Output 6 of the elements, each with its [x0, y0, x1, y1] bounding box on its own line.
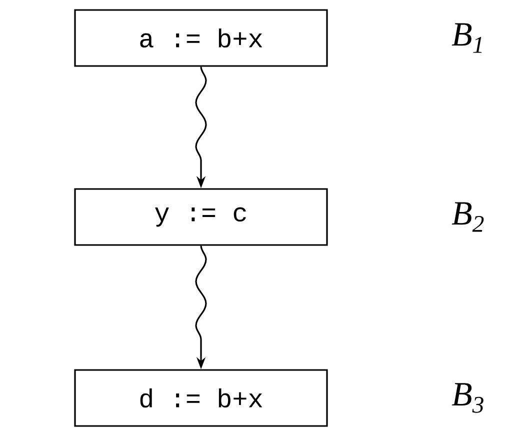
block-label: B$_{2}$	[452, 202, 484, 232]
process-box: a := b+x	[74, 9, 328, 67]
block-label: B$_{3}$	[452, 383, 484, 413]
process-box: d := b+x	[74, 369, 328, 427]
block-label: B$_{1}$	[452, 23, 482, 53]
process-box: y := c	[74, 188, 328, 246]
